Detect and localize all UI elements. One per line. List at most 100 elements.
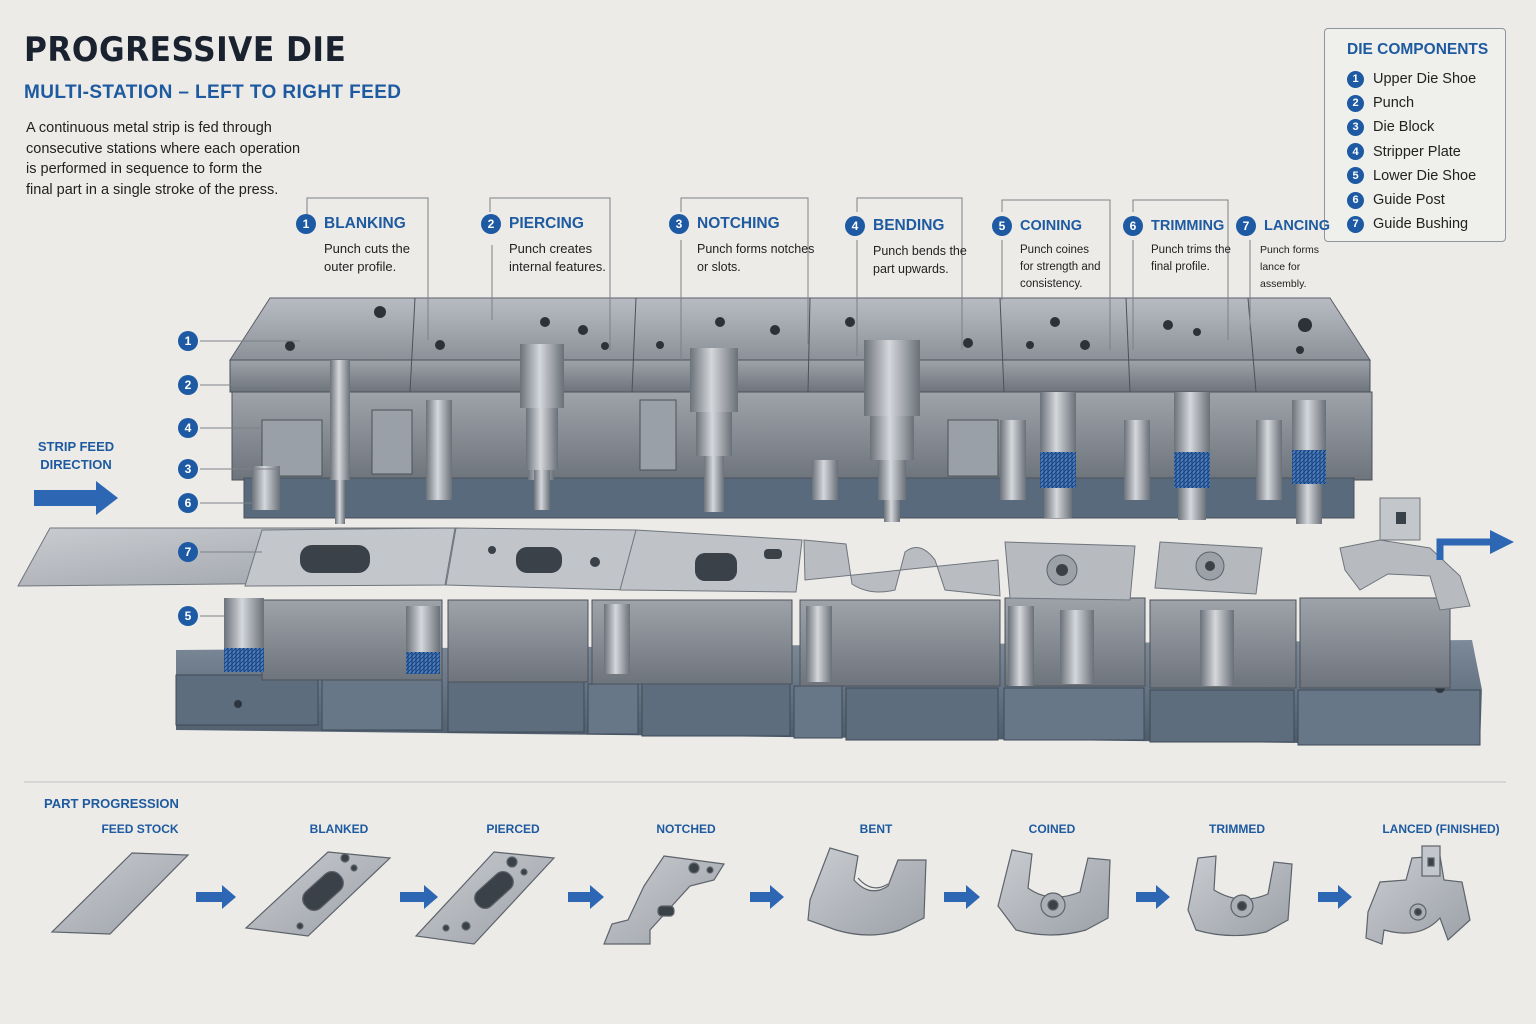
station-name: NOTCHING: [697, 215, 780, 232]
station-name: TRIMMING: [1151, 218, 1225, 234]
component-marker: 1: [178, 331, 198, 351]
station-desc-line: Punch coines: [1020, 244, 1090, 256]
station-callout-blanking: 1 BLANKING Punch cuts the outer profile.: [296, 214, 410, 276]
legend-item: 7 Guide Bushing: [1347, 212, 1476, 236]
station-number: 6: [1123, 216, 1143, 236]
exit-arrow-icon: [1436, 530, 1514, 560]
stage-label: TRIMMED: [1209, 822, 1265, 836]
legend-number: 1: [1347, 70, 1364, 88]
station-name: COINING: [1020, 218, 1083, 234]
station-number: 4: [845, 216, 865, 236]
part-progression-title: PART PROGRESSION: [44, 796, 179, 811]
station-desc-line: Punch forms notches: [697, 242, 815, 256]
legend-label: Stripper Plate: [1373, 143, 1461, 160]
intro-line: consecutive stations where each operatio…: [26, 140, 301, 157]
legend-number: 7: [1347, 215, 1364, 233]
station-desc-line: Punch cuts the: [324, 241, 410, 256]
station-name: BLANKING: [324, 215, 406, 232]
legend-label: Guide Bushing: [1373, 216, 1469, 233]
lower-die-blocks: [261, 597, 1451, 689]
station-desc-line: outer profile.: [324, 259, 397, 274]
station-number: 2: [481, 214, 501, 234]
legend-number: 4: [1347, 143, 1364, 161]
strip-feed-label: STRIP FEED DIRECTION: [36, 438, 116, 474]
page-subtitle: MULTI-STATION – LEFT TO RIGHT FEED: [24, 82, 402, 103]
part-feed-stock: [50, 852, 190, 935]
station-name: LANCING: [1264, 218, 1331, 234]
station-desc-line: assembly.: [1260, 278, 1307, 290]
legend-item: 3 Die Block: [1347, 115, 1476, 139]
metal-strip: [17, 497, 1471, 611]
station-callout-piercing: 2 PIERCING Punch creates internal features…: [481, 214, 606, 276]
part-notched: [603, 855, 726, 945]
upper-die-shoe: [229, 297, 1371, 393]
component-marker: 3: [178, 459, 198, 479]
intro-text: A continuous metal strip is fed through …: [26, 118, 316, 200]
intro-line: is performed in sequence to form the: [26, 161, 263, 177]
progression-arrows: [196, 885, 1352, 909]
part-coined: [997, 849, 1111, 936]
feed-label-line: DIRECTION: [40, 457, 112, 472]
part-lanced: [1365, 845, 1471, 945]
station-name: BENDING: [873, 217, 945, 234]
lower-guide-posts: [224, 598, 1234, 686]
station-desc-line: Punch creates: [509, 241, 593, 256]
upper-guide-posts: [252, 392, 1326, 524]
part-blanked: [244, 851, 392, 937]
punches: [330, 340, 920, 524]
part-pierced: [414, 851, 556, 945]
component-marker: 7: [178, 542, 198, 562]
callout-leaders: [200, 197, 1251, 617]
legend-number: 5: [1347, 167, 1364, 185]
legend-number: 6: [1347, 191, 1364, 209]
station-desc-line: internal features.: [509, 259, 606, 274]
component-marker: 2: [178, 375, 198, 395]
legend-label: Lower Die Shoe: [1373, 167, 1477, 184]
station-number: 3: [669, 214, 689, 234]
part-bent: [807, 847, 927, 936]
station-number: 7: [1236, 216, 1256, 236]
legend-number: 3: [1347, 118, 1364, 136]
stage-label: NOTCHED: [656, 822, 716, 836]
stage-label: PIERCED: [486, 822, 540, 836]
station-callout-bending: 4 BENDING Punch bends the part upwards.: [845, 216, 967, 278]
station-number: 5: [992, 216, 1012, 236]
station-desc-line: consistency.: [1020, 278, 1083, 290]
feed-label-line: STRIP FEED: [37, 439, 115, 454]
component-marker: 4: [178, 418, 198, 438]
station-desc-line: Punch trims the: [1151, 244, 1231, 256]
legend-item: 5 Lower Die Shoe: [1347, 164, 1476, 188]
legend-label: Punch: [1373, 95, 1415, 112]
legend-label: Upper Die Shoe: [1373, 71, 1477, 88]
station-desc-line: lance for: [1260, 261, 1301, 273]
station-desc-line: Punch forms: [1260, 244, 1319, 256]
legend-title: DIE COMPONENTS: [1347, 41, 1489, 58]
legend-item: 4 Stripper Plate: [1347, 140, 1476, 164]
stage-label: BLANKED: [309, 822, 369, 836]
station-desc-line: or slots.: [697, 260, 741, 274]
stage-label: COINED: [1028, 822, 1076, 836]
page-title: PROGRESSIVE DIE: [24, 30, 347, 70]
station-name: PIERCING: [509, 215, 584, 232]
component-marker: 6: [178, 493, 198, 513]
station-callout-notching: 3 NOTCHING Punch forms notches or slots.: [669, 214, 814, 276]
intro-line: final part in a single stroke of the pre…: [26, 181, 279, 198]
stage-label: BENT: [859, 822, 893, 836]
legend-number: 2: [1347, 94, 1364, 112]
feed-arrow-icon: [34, 481, 118, 515]
legend-label: Guide Post: [1373, 192, 1445, 209]
stage-label: LANCED (FINISHED): [1382, 822, 1500, 836]
legend-label: Die Block: [1373, 119, 1435, 136]
legend-item: 2 Punch: [1347, 91, 1476, 115]
component-marker: 5: [178, 606, 198, 626]
stage-label: FEED STOCK: [101, 822, 179, 836]
progression-parts: [50, 845, 1471, 945]
station-number: 1: [296, 214, 316, 234]
legend-item: 6 Guide Post: [1347, 188, 1476, 212]
station-desc-line: part upwards.: [873, 262, 949, 276]
station-desc-line: Punch bends the: [873, 244, 967, 258]
